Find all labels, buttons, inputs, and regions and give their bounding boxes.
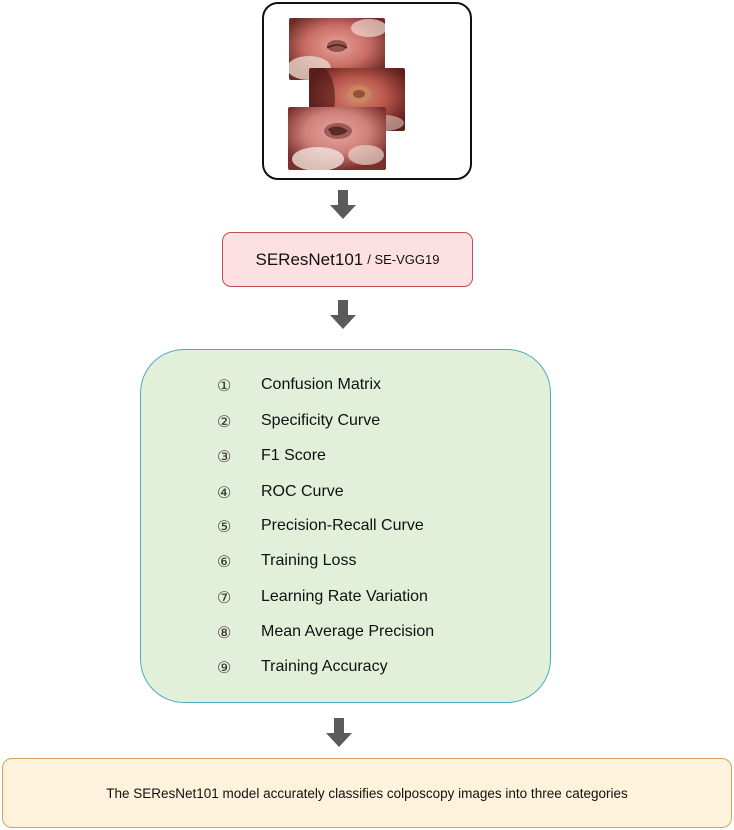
metric-item: ⑥ Training Loss bbox=[217, 549, 356, 573]
metric-item: ⑦ Learning Rate Variation bbox=[217, 585, 428, 609]
metric-item: ⑤ Precision-Recall Curve bbox=[217, 514, 424, 538]
metric-number: ④ bbox=[217, 482, 232, 502]
metric-label: Mean Average Precision bbox=[261, 623, 435, 640]
metric-item: ⑨ Training Accuracy bbox=[217, 655, 388, 679]
conclusion-text: The SEResNet101 model accurately classif… bbox=[106, 785, 628, 801]
metric-number: ⑨ bbox=[217, 657, 232, 677]
metric-label: Training Loss bbox=[261, 552, 357, 569]
metric-item: ④ ROC Curve bbox=[217, 480, 344, 504]
metric-item: ③ F1 Score bbox=[217, 444, 326, 468]
model-box: SEResNet101 / SE-VGG19 bbox=[222, 232, 473, 287]
metric-label: Learning Rate Variation bbox=[261, 588, 428, 605]
metric-item: ① Confusion Matrix bbox=[217, 373, 381, 397]
flow-arrow-down bbox=[326, 718, 352, 748]
metric-label: Specificity Curve bbox=[261, 412, 381, 429]
colposcopy-image-3 bbox=[288, 107, 386, 170]
flow-arrow-down bbox=[330, 300, 356, 330]
metric-number: ⑤ bbox=[217, 516, 232, 536]
conclusion-box: The SEResNet101 model accurately classif… bbox=[2, 758, 732, 828]
metric-label: ROC Curve bbox=[261, 483, 344, 500]
metric-label: Precision-Recall Curve bbox=[261, 517, 424, 534]
flow-arrow-down bbox=[330, 190, 356, 220]
metric-number: ⑧ bbox=[217, 622, 232, 642]
metric-label: Confusion Matrix bbox=[261, 376, 382, 393]
metric-item: ② Specificity Curve bbox=[217, 409, 380, 433]
metric-label: Training Accuracy bbox=[261, 658, 388, 675]
metric-number: ⑥ bbox=[217, 551, 232, 571]
metric-number: ① bbox=[217, 375, 232, 395]
model-name-alternative: / SE-VGG19 bbox=[367, 252, 440, 267]
evaluation-metrics-box bbox=[140, 349, 551, 703]
metric-number: ② bbox=[217, 411, 232, 431]
metric-number: ⑦ bbox=[217, 587, 232, 607]
metric-label: F1 Score bbox=[261, 447, 326, 464]
metric-item: ⑧ Mean Average Precision bbox=[217, 620, 434, 644]
metric-number: ③ bbox=[217, 446, 232, 466]
model-name-primary: SEResNet101 bbox=[255, 249, 364, 269]
